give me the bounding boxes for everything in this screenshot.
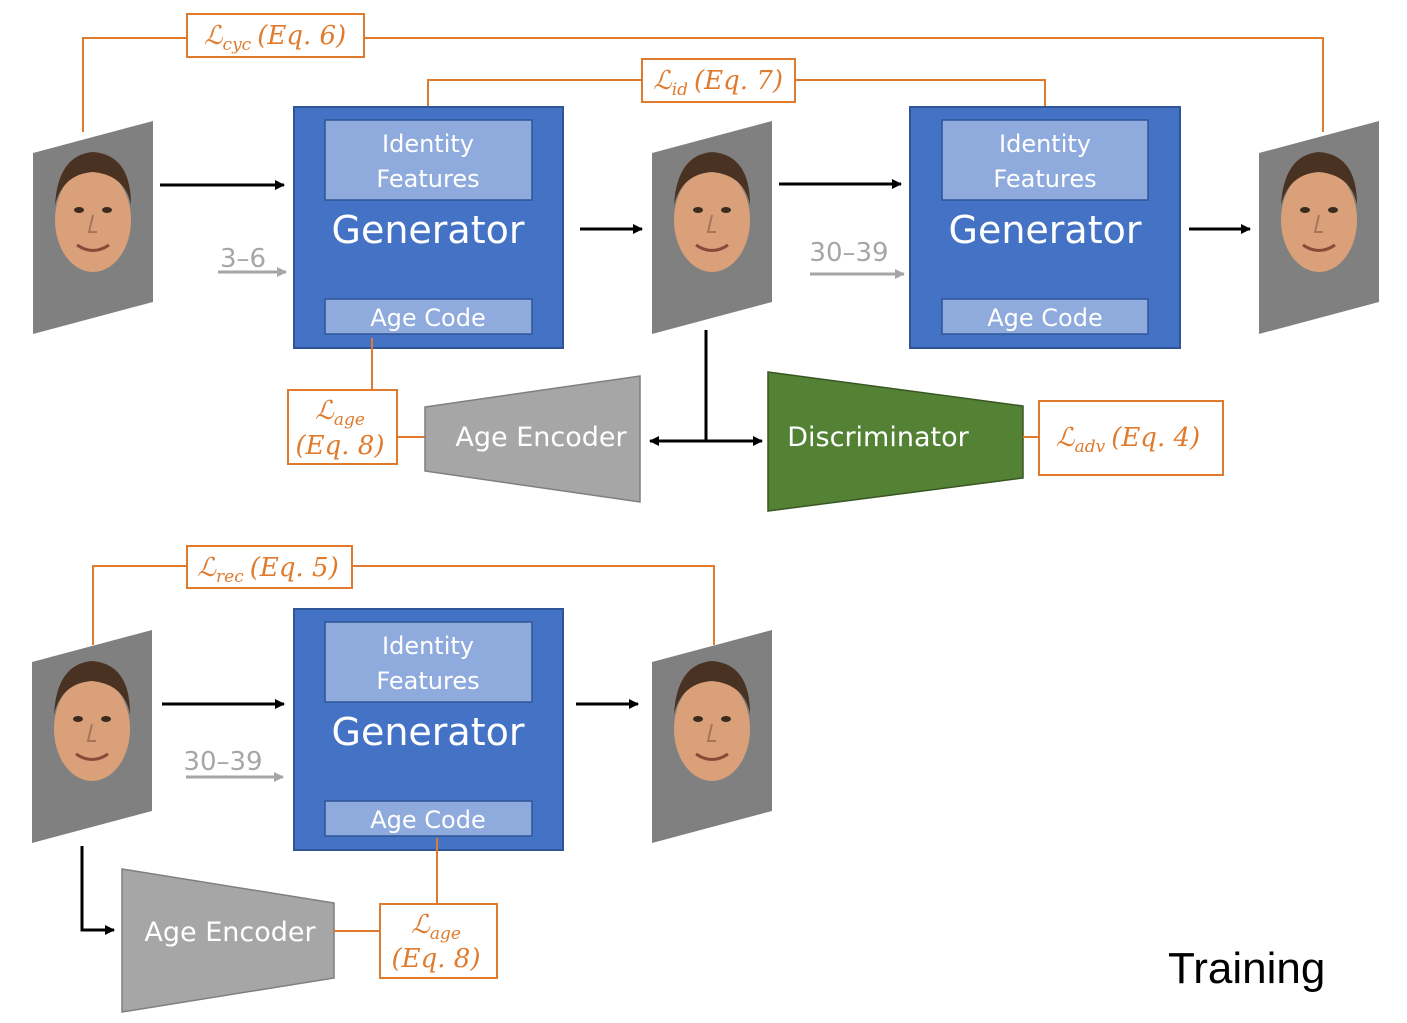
svg-text:Age Encoder: Age Encoder: [455, 422, 627, 453]
generator-1: Identity Features Generator Age Code: [293, 106, 564, 349]
identity-features-line2: Features: [376, 165, 479, 193]
discriminator: Discriminator: [767, 371, 1024, 512]
training-caption: Training: [1168, 944, 1325, 993]
cyc-loss-box: [186, 13, 365, 58]
svg-text:Age Encoder: Age Encoder: [144, 917, 316, 948]
age-loss-ref-bottom: (Eq. 8): [392, 944, 481, 974]
id-loss-box: [641, 58, 796, 103]
arrow-input-to-age-encoder: [80, 846, 115, 935]
age-loss-symbol-bottom: ℒage: [411, 910, 461, 944]
identity-features-line2: Features: [993, 165, 1096, 193]
identity-features-block: [324, 621, 533, 703]
svg-text:Discriminator: Discriminator: [787, 422, 969, 453]
age-target-label-gen3: 30–39: [183, 747, 262, 777]
adv-loss-label: ℒadv(Eq. 4): [1056, 423, 1200, 457]
input-face-adult-image-bottom: [32, 630, 152, 843]
age-code-label: Age Code: [370, 806, 486, 834]
age-encoder-top: Age Encoder: [424, 375, 641, 503]
age-target-label-gen2: 30–39: [809, 238, 888, 268]
rec-loss-line-left: [92, 565, 187, 645]
age-code-block: [941, 298, 1149, 335]
id-loss-label: ℒid(Eq. 7): [653, 66, 783, 100]
age-loss-symbol-top: ℒage: [315, 396, 365, 430]
identity-features-block: [941, 119, 1149, 201]
identity-features-block: [324, 119, 533, 201]
id-loss-line-left: [427, 79, 642, 107]
generator-title: Generator: [332, 208, 525, 252]
reconstructed-face-adult-image: [1259, 121, 1379, 334]
age-code-label: Age Code: [370, 304, 486, 332]
rec-loss-box: [186, 545, 353, 589]
age-code-block: [324, 800, 533, 837]
rec-loss-label: ℒrec(Eq. 5): [197, 553, 338, 587]
generator-2: Identity Features Generator Age Code: [909, 106, 1181, 349]
age-target-label-gen1: 3–6: [220, 244, 266, 274]
generated-face-child-image: [652, 121, 772, 334]
generator-title: Generator: [949, 208, 1142, 252]
cyc-loss-line-left: [82, 37, 187, 132]
identity-features-line1: Identity: [382, 130, 474, 158]
output-face-adult-image: [652, 630, 772, 843]
id-loss-line-right: [795, 79, 1046, 107]
age-loss-box-bottom: [379, 903, 498, 979]
cyc-loss-label: ℒcyc(Eq. 6): [204, 21, 346, 55]
age-code-block: [324, 298, 533, 335]
generator-3: Identity Features Generator Age Code: [293, 608, 564, 851]
identity-features-line1: Identity: [382, 632, 474, 660]
identity-features-line2: Features: [376, 667, 479, 695]
input-face-adult-image: [33, 121, 153, 334]
age-code-label: Age Code: [987, 304, 1103, 332]
age-loss-box-top: [287, 389, 398, 465]
adv-loss-box: [1038, 400, 1224, 476]
identity-features-line1: Identity: [999, 130, 1091, 158]
cyc-loss-line-right: [364, 37, 1324, 132]
age-encoder-bottom: Age Encoder: [121, 868, 335, 1013]
age-loss-ref-top: (Eq. 8): [296, 431, 385, 461]
generator-title: Generator: [332, 710, 525, 754]
rec-loss-line-right: [352, 565, 715, 645]
